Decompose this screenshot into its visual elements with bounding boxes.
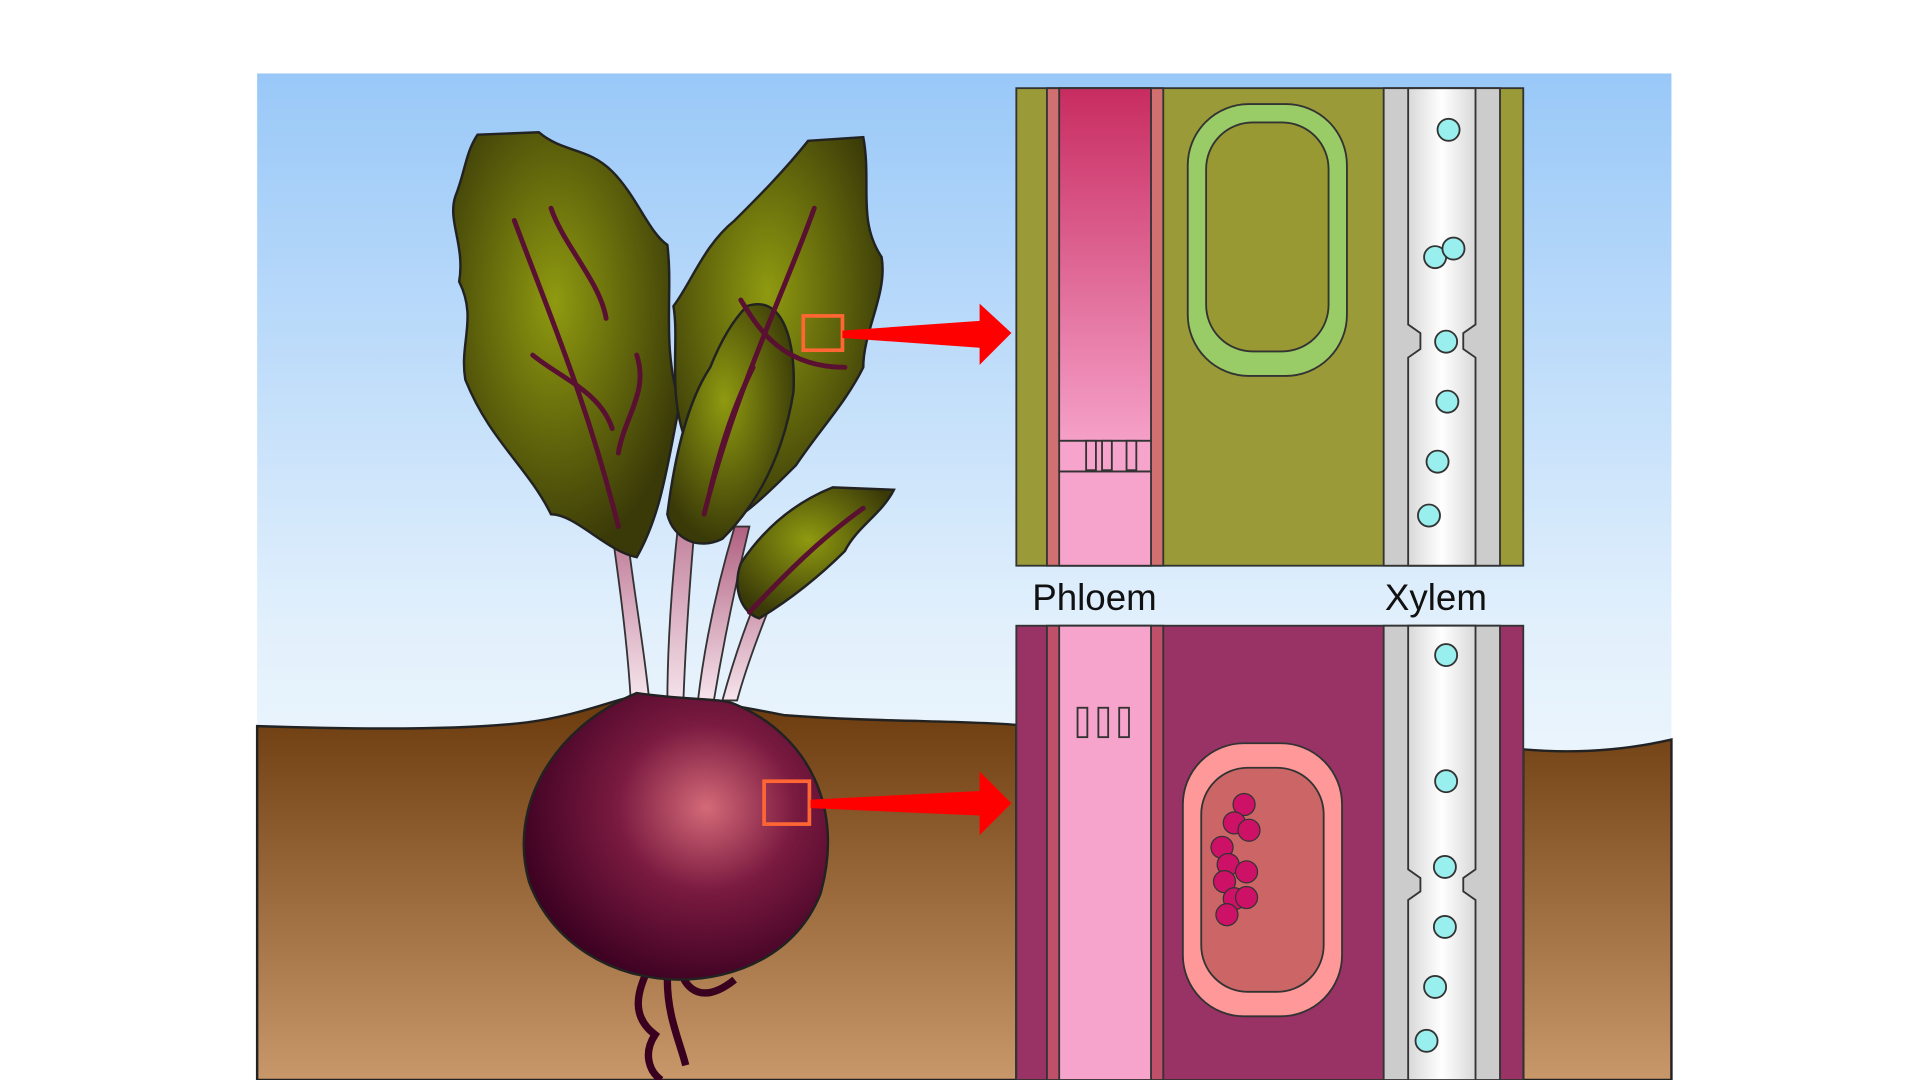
beet-bulb — [522, 691, 830, 981]
root-arrow — [810, 771, 1012, 836]
leaf-arrow — [842, 303, 1012, 365]
root-sample-box — [762, 779, 812, 826]
beet-leaves — [451, 131, 896, 620]
root-cross-section — [1015, 624, 1525, 1080]
leaf-veins — [511, 205, 866, 615]
xylem-label: Xylem — [1385, 577, 1487, 618]
leaf-cross-section — [1015, 87, 1525, 567]
phloem-label: Phloem — [1032, 577, 1157, 618]
